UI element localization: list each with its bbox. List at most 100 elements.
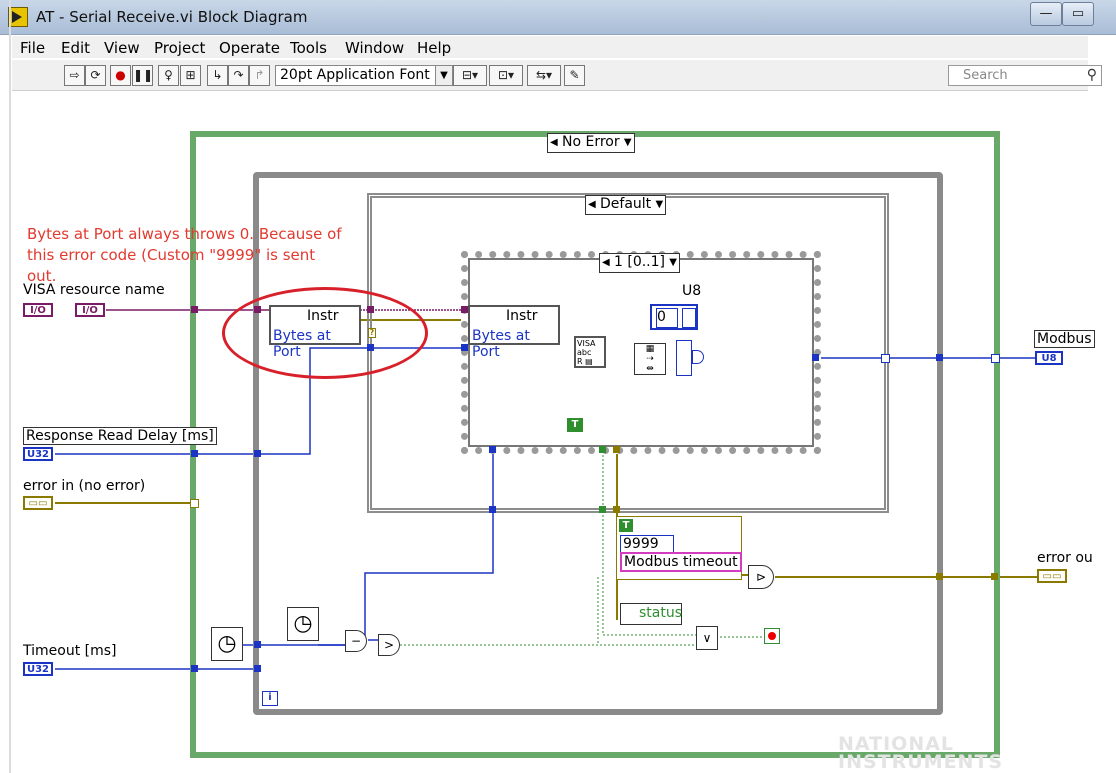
visa-resource-terminal[interactable]: I/O	[23, 303, 53, 317]
distribute-objects-icon[interactable]: ⊡▾	[489, 65, 523, 86]
or-function-icon[interactable]: ∨	[696, 626, 718, 650]
window-left-border	[9, 0, 11, 773]
greater-than-function-icon[interactable]: >	[378, 634, 400, 656]
error-status-true-constant[interactable]: T	[619, 519, 633, 532]
step-into-icon[interactable]: ↳	[207, 65, 228, 86]
property-node-2[interactable]: Instr Bytes at Port	[468, 305, 560, 360]
run-arrow-icon[interactable]: ⇨	[64, 65, 85, 86]
font-select-value: 20pt Application Font	[280, 67, 430, 83]
u8-constant[interactable]: 0	[650, 304, 698, 330]
run-continuously-icon[interactable]: ⟳	[85, 65, 106, 86]
timeout-tunnel	[191, 665, 198, 672]
reorder-icon[interactable]: ⇆▾	[527, 65, 561, 86]
visa-tunnel-4	[461, 306, 468, 313]
error-tunnel	[190, 499, 199, 508]
menu-project[interactable]: Project	[154, 39, 206, 57]
error-out-tunnel	[936, 573, 943, 580]
outer-case-selector[interactable]: ◀ No Error ▼	[547, 133, 635, 153]
chevron-down-icon: ▼	[669, 257, 677, 268]
u32-badge: U32	[26, 664, 50, 675]
error-out-label: error ou	[1037, 550, 1093, 566]
menu-view[interactable]: View	[104, 39, 140, 57]
error-message-value[interactable]: Modbus timeout	[620, 552, 742, 572]
property-node-2-class: Instr	[506, 308, 538, 324]
true-constant[interactable]: T	[567, 418, 583, 432]
property-node-1-property: Bytes at Port	[273, 328, 331, 360]
while-loop[interactable]	[253, 172, 943, 715]
cleanup-diagram-icon[interactable]: ✎	[564, 65, 585, 86]
annotation-text: Bytes at Port always throws 0. Because o…	[27, 225, 342, 285]
sequence-frame-selector[interactable]: ◀ 1 [0..1] ▼	[599, 253, 680, 273]
pause-icon[interactable]: ❚❚	[132, 65, 153, 86]
abort-icon[interactable]: ●	[110, 65, 131, 86]
window-titlebar: AT - Serial Receive.vi Block Diagram — ▭	[0, 0, 1116, 35]
u8-badge: U8	[1041, 353, 1057, 364]
search-input[interactable]: Search ⚲	[948, 65, 1102, 86]
toolbar: ⇨ ⟳ ● ❚❚ ♀ ⊞ ↳ ↷ ↱ 20pt Application Font…	[12, 60, 1102, 91]
step-out-icon[interactable]: ↱	[249, 65, 270, 86]
window-title: AT - Serial Receive.vi Block Diagram	[36, 8, 308, 26]
outer-case-label: No Error	[562, 134, 620, 150]
visa-tunnel	[191, 306, 198, 313]
select-function-icon[interactable]: ⊳	[748, 565, 774, 589]
error-out-terminal[interactable]: ▭▭	[1037, 569, 1067, 583]
error-out-tunnel-2	[991, 573, 998, 580]
timer-tunnel	[254, 641, 261, 648]
error-code-value[interactable]: 9999	[620, 535, 674, 553]
status-label: status	[639, 605, 683, 621]
error-tunnel-2	[599, 446, 606, 453]
int-tunnel-10	[489, 506, 496, 513]
property-node-1[interactable]: Instr Bytes at Port	[269, 305, 361, 360]
error-tunnel-5	[613, 506, 620, 513]
decrement-icon: ◀	[550, 137, 558, 148]
tick-count-timer-icon-2[interactable]: ◷	[287, 607, 319, 641]
stop-dot-icon	[768, 632, 776, 640]
step-over-icon[interactable]: ↷	[228, 65, 249, 86]
decrement-icon: ◀	[602, 257, 610, 268]
int-tunnel-7	[936, 354, 943, 361]
align-objects-icon[interactable]: ⊟▾	[453, 65, 487, 86]
menu-help[interactable]: Help	[417, 39, 452, 57]
int-tunnel-2	[254, 450, 261, 457]
loop-iteration-terminal: i	[262, 691, 278, 706]
chevron-down-icon: ▼	[435, 66, 452, 85]
chevron-down-icon: ▼	[623, 137, 632, 148]
io-badge: I/O	[82, 305, 98, 316]
index-array-icon[interactable]	[676, 340, 692, 376]
string-to-byte-array-icon[interactable]: ▦⇢⇹	[634, 343, 666, 375]
u8-value: 0	[656, 308, 678, 328]
tick-count-timer-icon[interactable]: ◷	[211, 627, 243, 661]
unbundle-by-name-node[interactable]: status	[620, 603, 682, 625]
menu-tools[interactable]: Tools	[290, 39, 327, 57]
error-in-terminal[interactable]: ▭▭	[23, 496, 53, 510]
minimize-button[interactable]: —	[1030, 2, 1062, 26]
int-tunnel-6	[881, 354, 890, 363]
sequence-frame-label: 1 [0..1]	[614, 254, 665, 270]
timeout-terminal[interactable]: U32	[23, 662, 53, 676]
chevron-down-icon: ▼	[655, 199, 664, 210]
watermark: NATIONAL INSTRUMENTS	[838, 733, 1004, 773]
u8-radix-icon	[682, 308, 696, 328]
stop-terminal-icon[interactable]	[764, 628, 780, 644]
u32-badge: U32	[26, 449, 50, 460]
highlight-execution-icon[interactable]: ♀	[158, 65, 179, 86]
maximize-button[interactable]: ▭	[1062, 2, 1094, 26]
response-read-delay-terminal[interactable]: U32	[23, 447, 53, 461]
menu-edit[interactable]: Edit	[61, 39, 91, 57]
modbus-terminal[interactable]: U8	[1035, 351, 1063, 365]
visa-constant-terminal[interactable]: I/O	[75, 303, 105, 317]
menu-operate[interactable]: Operate	[219, 39, 281, 57]
menu-window[interactable]: Window	[345, 39, 405, 57]
int-tunnel-8	[991, 354, 1000, 363]
int-tunnel-3	[367, 344, 374, 351]
inner-case-selector[interactable]: ◀ Default ▼	[585, 195, 667, 215]
error-tunnel-4	[599, 506, 606, 513]
search-icon[interactable]: ⚲	[1086, 67, 1097, 83]
menu-file[interactable]: File	[20, 39, 46, 57]
retain-wire-values-icon[interactable]: ⊞	[180, 65, 201, 86]
subtract-function-icon[interactable]: −	[345, 630, 367, 652]
timeout-label: Timeout [ms]	[23, 643, 117, 659]
int-tunnel-9	[489, 446, 496, 453]
font-select[interactable]: 20pt Application Font ▼	[275, 65, 453, 86]
